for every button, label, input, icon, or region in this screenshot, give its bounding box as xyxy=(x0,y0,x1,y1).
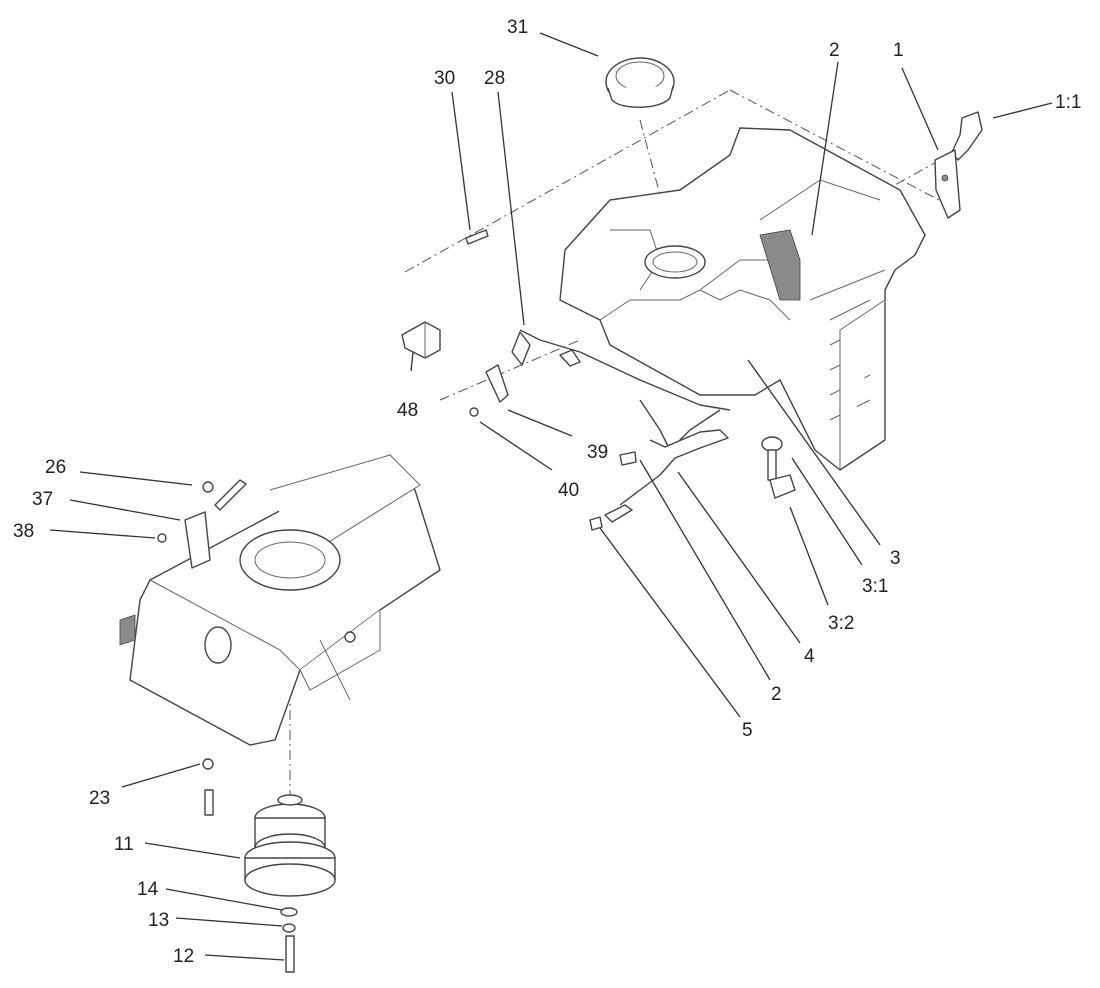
callout-1: 1 xyxy=(893,40,904,61)
callout-48: 48 xyxy=(397,400,418,421)
fuel-cap xyxy=(605,57,675,108)
callout-26: 26 xyxy=(45,457,66,478)
callout-40: 40 xyxy=(558,480,579,501)
small-fitting xyxy=(465,229,489,245)
callout-14: 14 xyxy=(137,879,159,900)
fuel-hoses xyxy=(589,429,729,531)
callout-1-1: 1:1 xyxy=(1055,92,1081,113)
mounting-bracket xyxy=(469,364,509,417)
callout-31: 31 xyxy=(507,17,528,38)
callout-39: 39 xyxy=(587,442,608,463)
callout-13: 13 xyxy=(148,910,169,931)
callout-2-top: 2 xyxy=(829,40,840,61)
callout-3-2: 3:2 xyxy=(828,613,854,634)
pulley-assembly xyxy=(202,758,336,973)
callout-12: 12 xyxy=(173,946,194,967)
callout-28: 28 xyxy=(484,68,505,89)
callout-37: 37 xyxy=(32,489,53,510)
callout-2-bottom: 2 xyxy=(771,684,782,705)
leader-lines xyxy=(49,32,1053,961)
mower-frame xyxy=(119,454,441,746)
callout-5: 5 xyxy=(742,720,753,741)
fuel-line-assembly xyxy=(511,329,731,451)
callout-4: 4 xyxy=(804,646,815,667)
callout-labels: 31 30 28 2 1 1:1 48 39 40 26 37 38 3 3:1… xyxy=(13,17,1081,967)
callout-11: 11 xyxy=(114,834,134,855)
callout-23: 23 xyxy=(89,788,110,809)
callout-30: 30 xyxy=(434,68,455,89)
callout-38: 38 xyxy=(13,521,34,542)
callout-3: 3 xyxy=(890,548,901,569)
fuel-filter-parts xyxy=(761,436,796,499)
fuel-valve xyxy=(934,111,983,219)
hose-clip xyxy=(401,321,441,359)
callout-3-1: 3:1 xyxy=(862,576,888,597)
fuel-tank xyxy=(559,127,926,471)
